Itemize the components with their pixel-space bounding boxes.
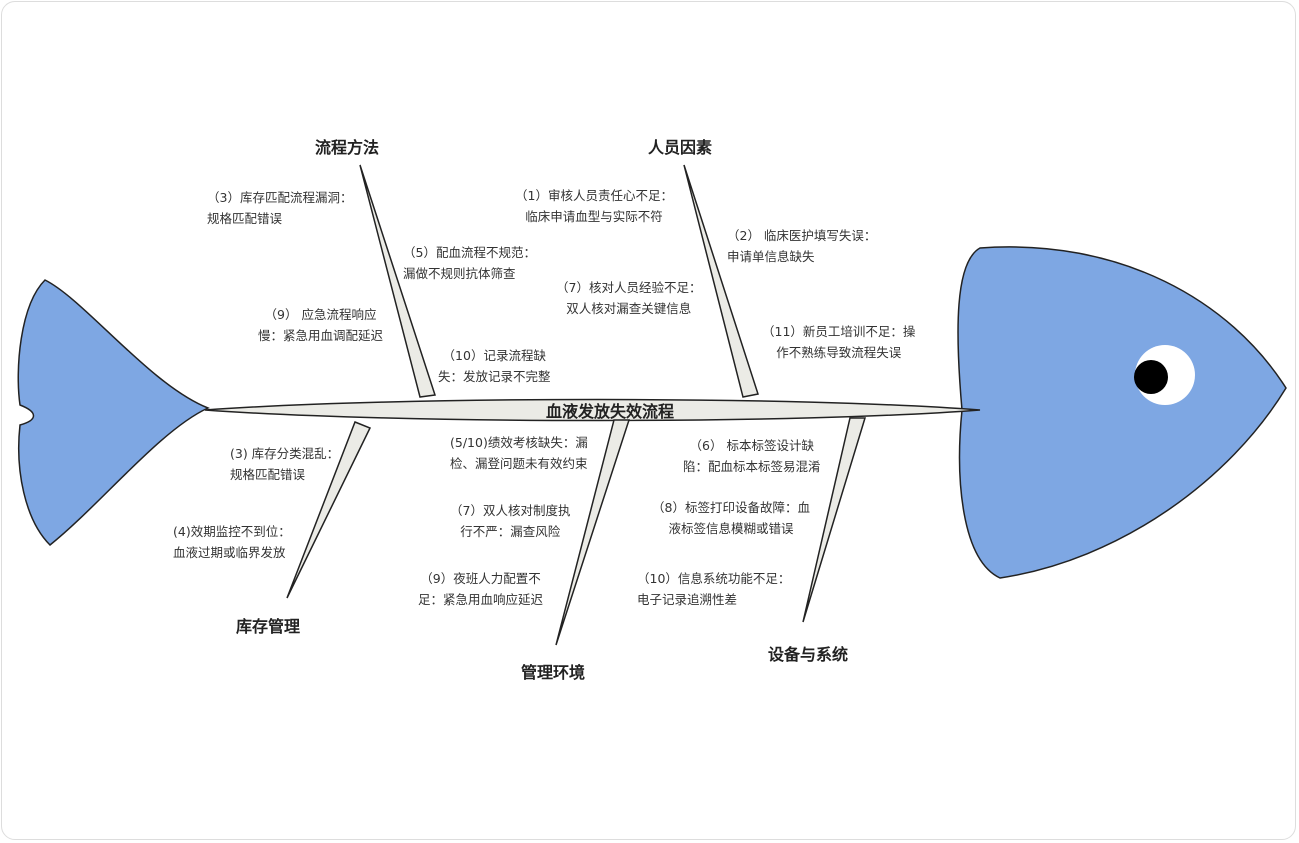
fish-pupil [1134, 360, 1168, 394]
cause-text: （11）新员工培训不足：操作不熟练导致流程失误 [762, 324, 916, 360]
bone-people [683, 164, 759, 398]
cause-text: （3）库存匹配流程漏洞：规格匹配错误 [207, 190, 353, 226]
cause-text: （7）双人核对制度执行不严：漏查风险 [450, 503, 571, 539]
category-management: 管理环境 [521, 663, 586, 682]
category-equipment: 设备与系统 [768, 645, 849, 664]
cause-text: （10）记录流程缺失：发放记录不完整 [438, 348, 551, 384]
cause-text: （9）夜班人力配置不足：紧急用血响应延迟 [418, 571, 544, 607]
fish-head [957, 246, 1287, 579]
cause-text: (4)效期监控不到位：血液过期或临界发放 [173, 524, 291, 560]
bone-equipment [802, 417, 867, 623]
category-inventory: 库存管理 [236, 617, 301, 636]
fish-tail [17, 279, 210, 547]
bone-inventory [286, 421, 372, 599]
category-process: 流程方法 [315, 138, 380, 157]
cause-text: （6） 标本标签设计缺陷：配血标本标签易混淆 [683, 438, 821, 474]
cause-text: （8）标签打印设备故障：血液标签信息模糊或错误 [652, 500, 810, 536]
cause-text: （1）审核人员责任心不足：临床申请血型与实际不符 [515, 188, 673, 224]
cause-text: （2） 临床医护填写失误：申请单信息缺失 [727, 228, 877, 264]
fish-spine [204, 398, 981, 422]
cause-text: (5/10)绩效考核缺失：漏检、漏登问题未有效约束 [450, 435, 588, 471]
cause-text: （10）信息系统功能不足：电子记录追溯性差 [637, 571, 791, 607]
cause-text: (3) 库存分类混乱：规格匹配错误 [230, 446, 340, 482]
diagram-title: 血液发放失效流程 [545, 402, 674, 421]
cause-text: （9） 应急流程响应慢：紧急用血调配延迟 [258, 307, 384, 343]
cause-text: （7）核对人员经验不足：双人核对漏查关键信息 [556, 280, 702, 316]
bone-management [555, 419, 631, 646]
category-people: 人员因素 [648, 138, 713, 157]
bone-process [359, 164, 436, 398]
cause-text: （5）配血流程不规范：漏做不规则抗体筛查 [403, 245, 536, 281]
